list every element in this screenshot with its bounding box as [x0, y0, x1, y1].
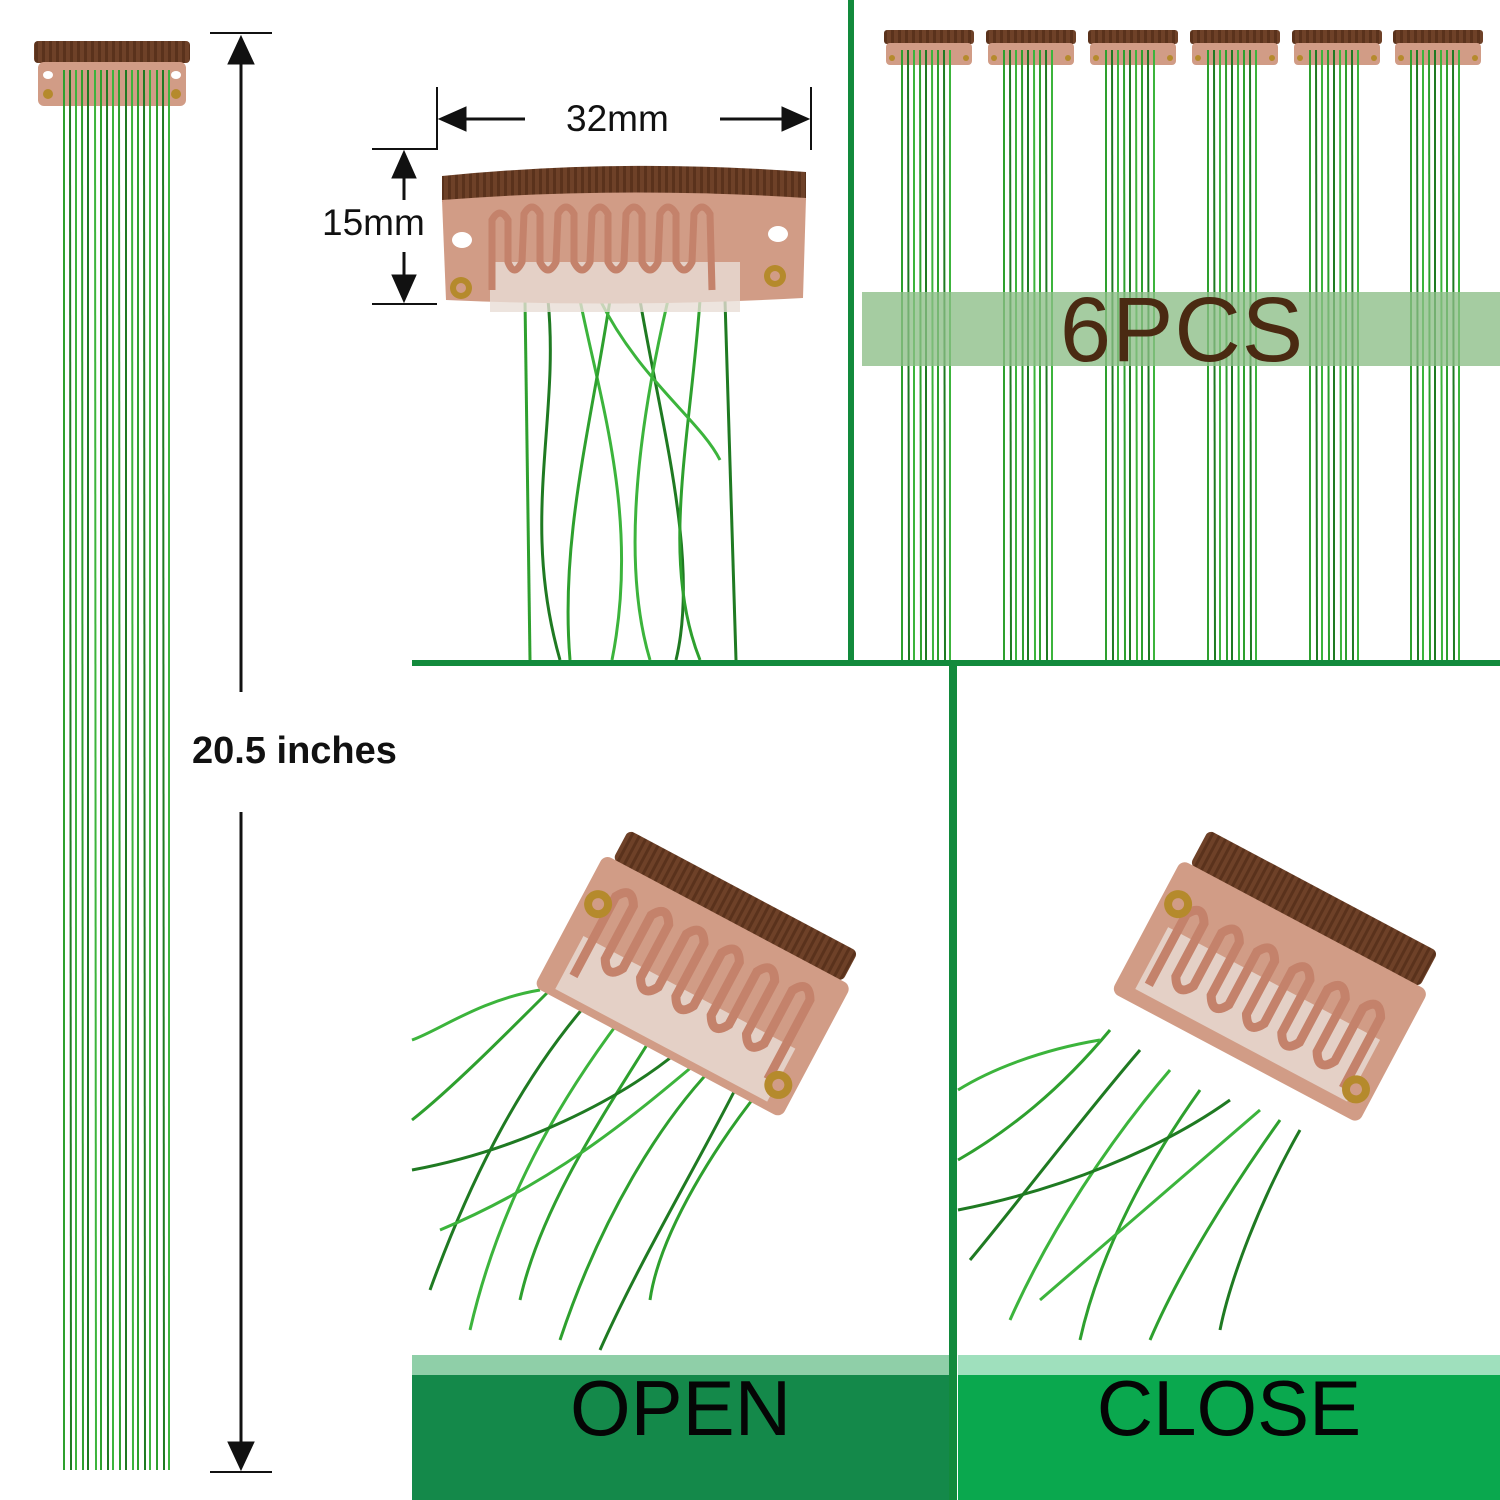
closeup-fibers	[523, 299, 738, 661]
close-clip-fibers	[957, 1029, 1302, 1341]
height-label: 15mm	[322, 202, 425, 243]
close-clip	[957, 831, 1437, 1341]
grommet-icon	[171, 89, 181, 99]
clip-closeup	[442, 165, 806, 661]
quantity-band	[862, 292, 1500, 366]
long-tinsel-strand	[34, 41, 190, 1471]
close-label: CLOSE	[1096, 1364, 1362, 1452]
clip-dimensions	[372, 87, 812, 305]
down-arrow-icon	[227, 1441, 255, 1472]
down-arrow-icon	[391, 274, 417, 304]
width-label: 32mm	[566, 98, 669, 139]
quantity-label: 6PCS	[1059, 279, 1305, 381]
up-arrow-icon	[227, 34, 255, 65]
open-banner-highlight	[412, 1355, 949, 1375]
open-clip-fibers	[411, 978, 762, 1351]
length-dimension	[210, 32, 272, 1473]
up-arrow-icon	[391, 149, 417, 179]
open-clip	[411, 831, 857, 1351]
close-banner-fill	[958, 1375, 1500, 1500]
close-banner-highlight	[958, 1355, 1500, 1375]
open-banner: OPEN	[412, 1355, 949, 1500]
open-banner-fill	[412, 1375, 949, 1500]
grommet-icon	[43, 89, 53, 99]
open-label: OPEN	[569, 1364, 792, 1452]
pack-strand	[1088, 30, 1178, 661]
close-banner: CLOSE	[958, 1355, 1500, 1500]
left-arrow-icon	[437, 106, 467, 132]
long-tinsel-fibers	[63, 69, 170, 1471]
panel-dividers	[412, 0, 1500, 1500]
right-arrow-icon	[781, 106, 811, 132]
length-label: 20.5 inches	[192, 730, 397, 772]
